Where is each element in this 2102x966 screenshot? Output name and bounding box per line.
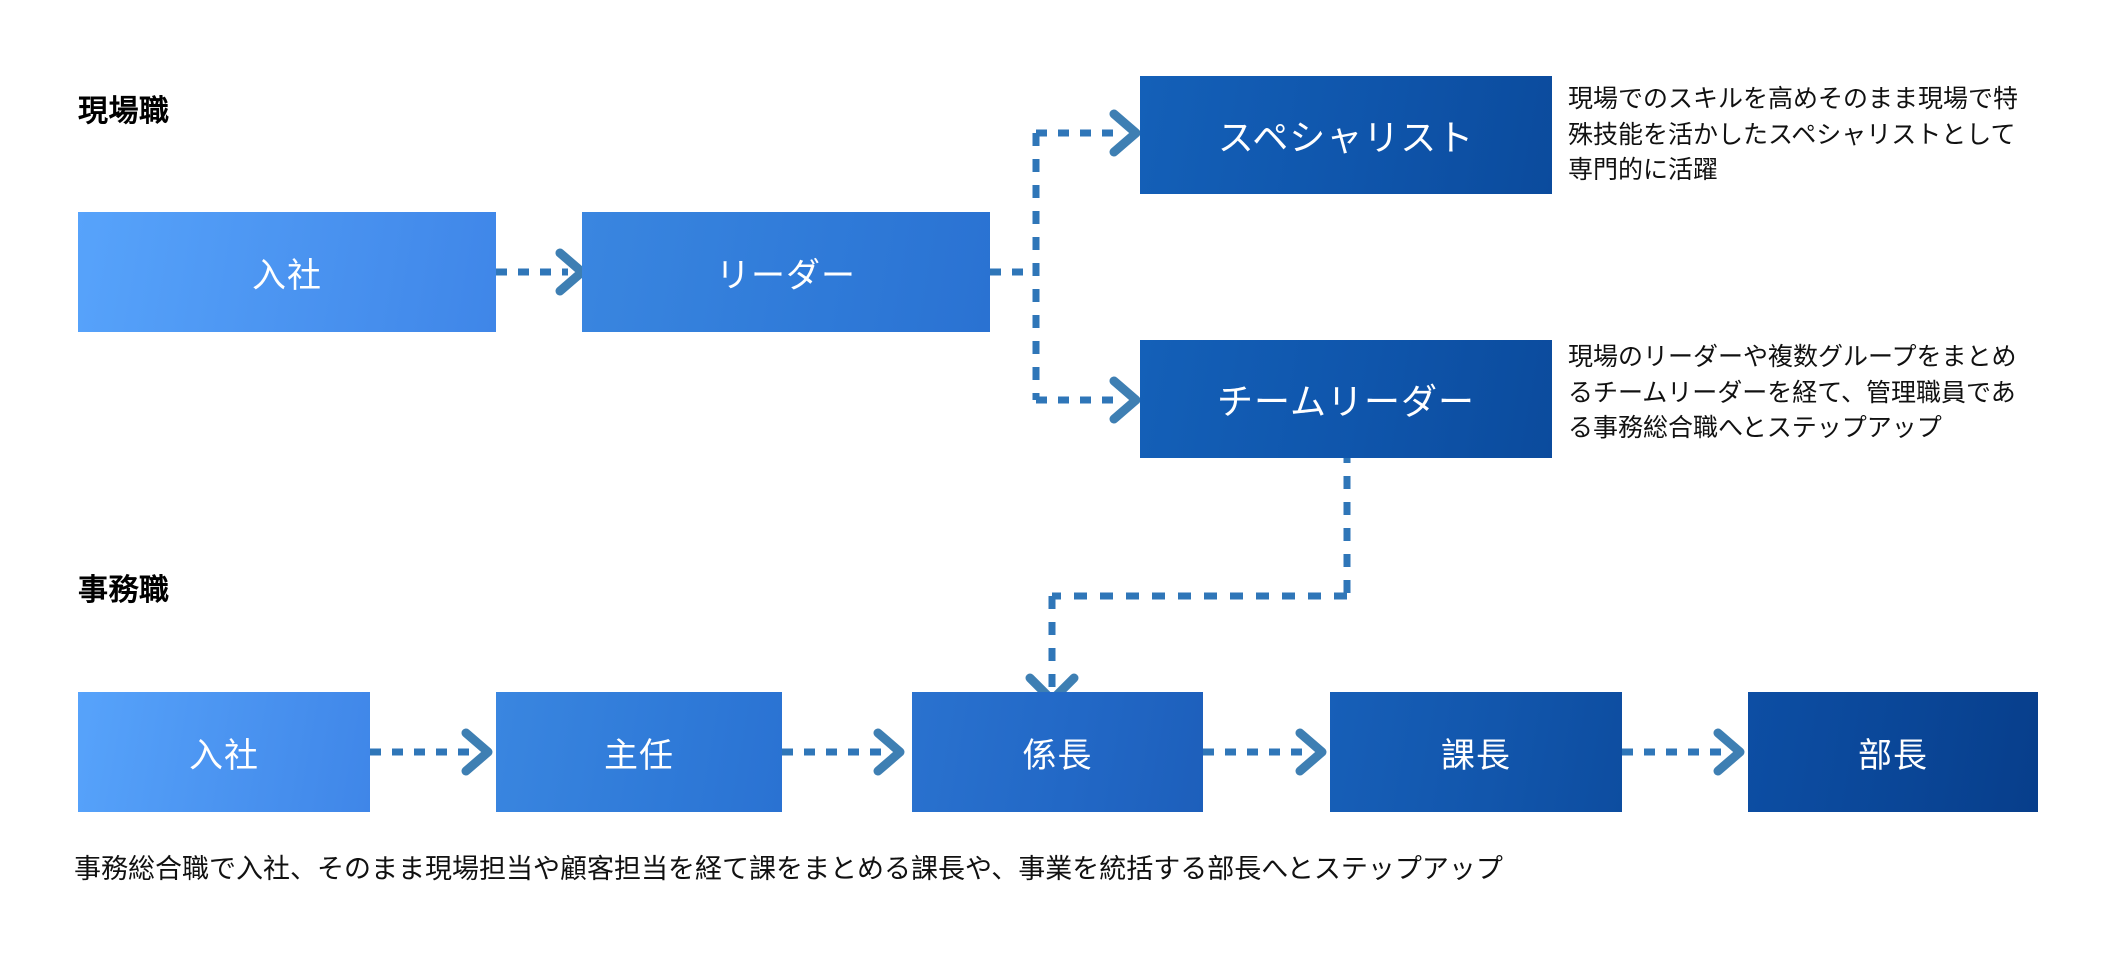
connector-shunin-to-kakaricho (782, 728, 905, 776)
connector-leader-to-teamleader (1036, 376, 1141, 424)
box-office-bucho[interactable]: 部長 (1748, 692, 2038, 812)
box-label: 入社 (252, 256, 322, 295)
section-heading-field: 現場職 (78, 95, 170, 128)
connector-kakaricho-to-kacho (1203, 728, 1327, 776)
box-label: スペシャリスト (1217, 117, 1475, 158)
box-office-shunin[interactable]: 主任 (496, 692, 782, 812)
caption-office: 事務総合職で入社、そのまま現場担当や顧客担当を経て課をまとめる課長や、事業を統括… (74, 854, 1503, 884)
box-label: チームリーダー (1217, 381, 1475, 422)
connector-teamleader-to-kakaricho (1025, 450, 1351, 705)
connector-nyusha-to-leader (496, 248, 587, 296)
connector-nyusha-to-shunin (370, 728, 493, 776)
connector-kacho-to-bucho (1622, 728, 1745, 776)
box-field-specialist[interactable]: スペシャリスト (1140, 76, 1552, 194)
description-teamleader: 現場のリーダーや複数グループをまとめるチームリーダーを経て、管理職員である事務総… (1568, 343, 2017, 442)
box-label: 部長 (1858, 736, 1928, 775)
description-specialist: 現場でのスキルを高めそのまま現場で特殊技能を活かしたスペシャリストとして専門的に… (1568, 85, 2019, 184)
box-label: 入社 (189, 736, 259, 775)
connector-leader-trunk (990, 133, 1040, 400)
box-field-nyusha[interactable]: 入社 (78, 212, 496, 332)
box-office-nyusha[interactable]: 入社 (78, 692, 370, 812)
section-heading-office: 事務職 (78, 574, 170, 607)
box-label: 係長 (1022, 736, 1093, 775)
box-label: 課長 (1441, 736, 1511, 775)
connector-leader-to-specialist (1036, 109, 1141, 157)
box-office-kakaricho[interactable]: 係長 (912, 692, 1203, 812)
box-field-teamleader[interactable]: チームリーダー (1140, 340, 1552, 458)
box-label: リーダー (716, 256, 856, 295)
box-office-kacho[interactable]: 課長 (1330, 692, 1622, 812)
box-field-leader[interactable]: リーダー (582, 212, 990, 332)
box-label: 主任 (604, 736, 674, 775)
